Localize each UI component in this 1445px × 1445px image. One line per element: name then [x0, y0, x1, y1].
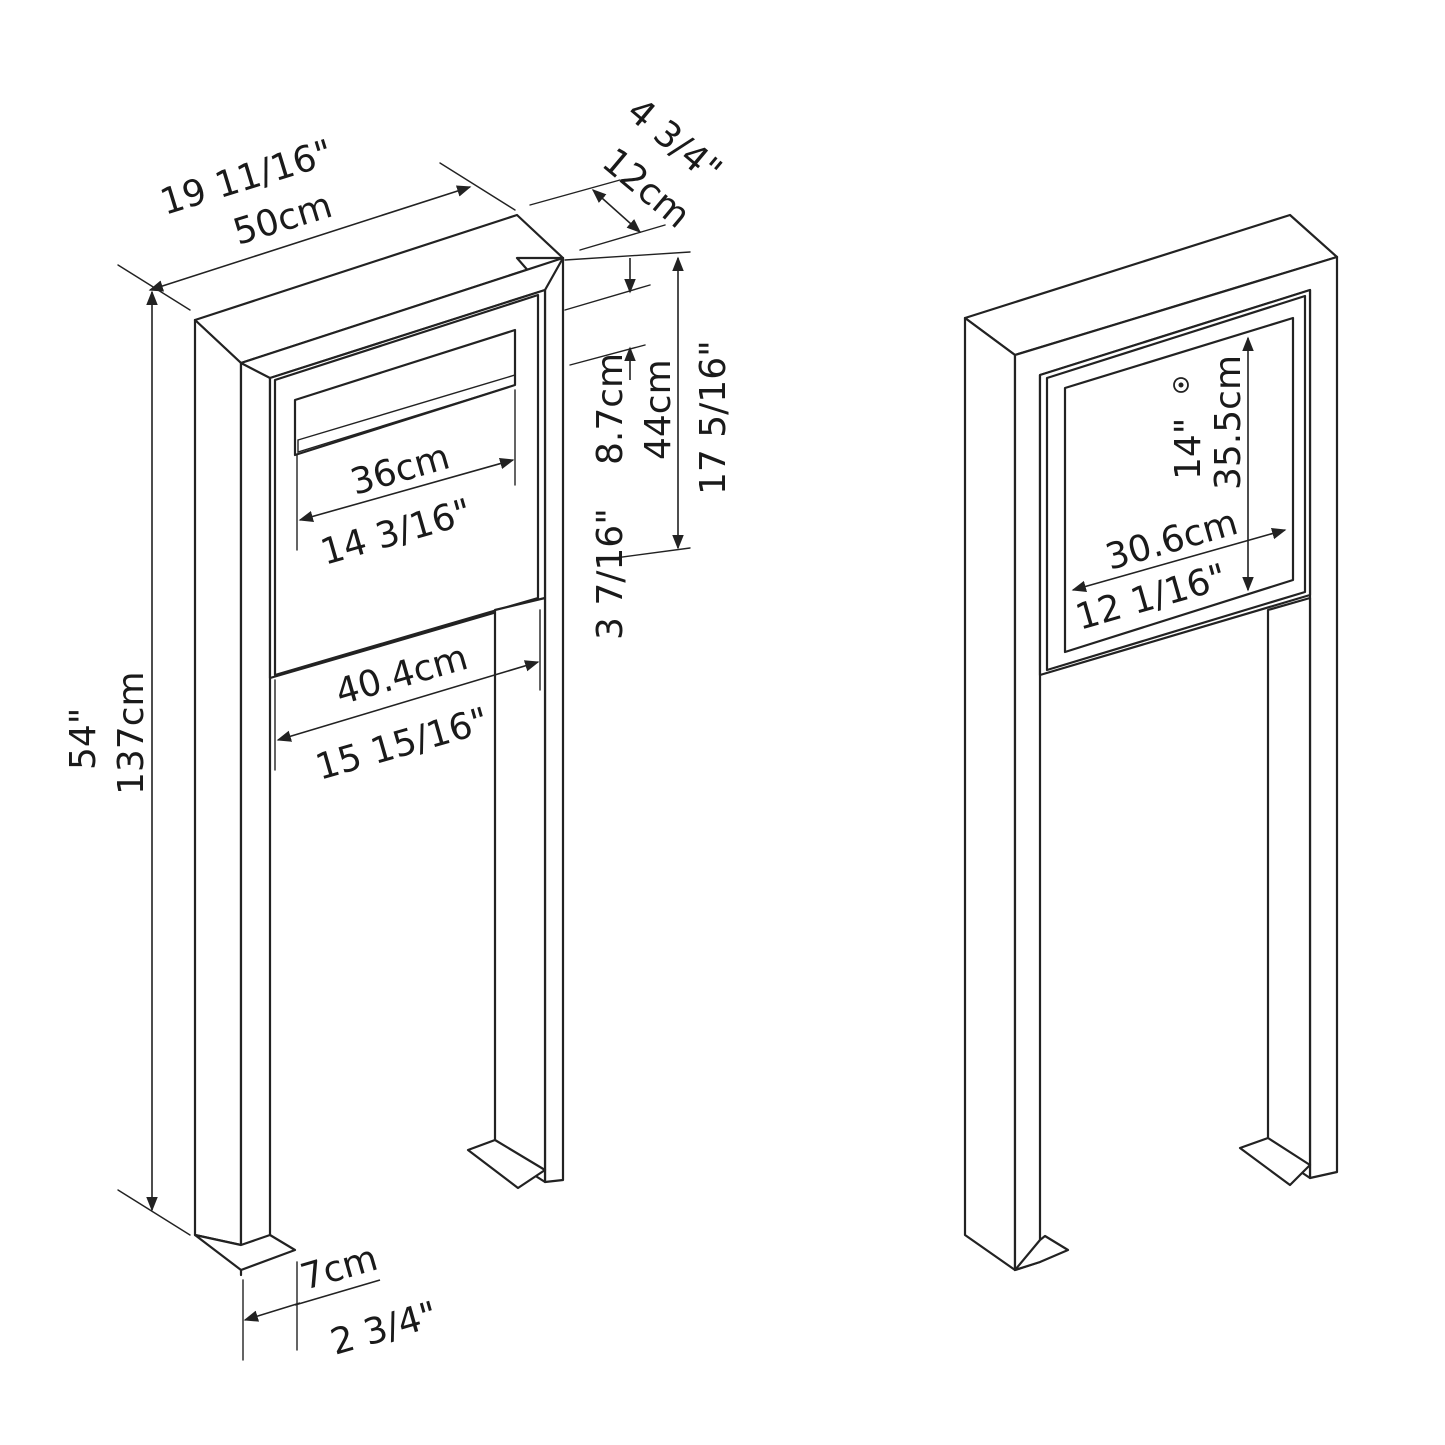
door-width-dimension — [276, 660, 540, 742]
post-width-in-label: 2 3/4" — [326, 1294, 442, 1363]
back-right-post — [1266, 596, 1312, 1180]
box-height-cm-label: 44cm — [638, 359, 679, 460]
height-extension-bottom — [117, 1189, 191, 1236]
back-door-height-in-label: 14" — [1168, 418, 1209, 480]
front-left-foot — [193, 1233, 297, 1272]
box-top-extension — [564, 251, 691, 261]
box-height-in-label: 17 5/16" — [693, 340, 734, 495]
total-height-cm-label: 137cm — [111, 671, 152, 795]
depth-dimension-line — [591, 189, 642, 233]
lock-icon — [1173, 377, 1189, 393]
back-mailbox — [963, 213, 1339, 1272]
slot-width-dimension — [298, 457, 515, 523]
back-left-post — [963, 316, 1017, 1272]
post-width-cm-label: 7cm — [296, 1238, 382, 1299]
door-width-in-label: 15 15/16" — [311, 700, 493, 788]
mail-slot-lip — [297, 374, 516, 453]
total-height-in-label: 54" — [63, 708, 104, 770]
back-left-foot — [1013, 1234, 1070, 1272]
slot-extension-top — [564, 284, 651, 311]
post-width-leader — [294, 1279, 381, 1306]
back-right-foot — [1238, 1136, 1312, 1187]
slot-in-label: 3 7/16" — [590, 508, 631, 640]
front-right-post — [493, 596, 547, 1184]
front-dimensions — [117, 162, 691, 1361]
back-door-height-cm-label: 35.5cm — [1208, 355, 1249, 490]
slot-cm-label: 8.7cm — [590, 353, 631, 465]
width-extension-right — [439, 162, 516, 211]
width-extension-left — [117, 264, 191, 311]
depth-extension-bottom — [579, 224, 666, 251]
front-right-foot — [466, 1138, 547, 1190]
depth-extension-top — [529, 179, 621, 206]
front-left-post-inner — [239, 361, 272, 1257]
front-left-post — [193, 318, 243, 1247]
back-door-width-dimension — [1071, 527, 1287, 593]
box-bottom-extension — [599, 547, 691, 561]
back-dimensions — [1071, 336, 1287, 593]
width-dimension-line — [148, 185, 472, 292]
post-width-arrow-left — [243, 1302, 301, 1322]
